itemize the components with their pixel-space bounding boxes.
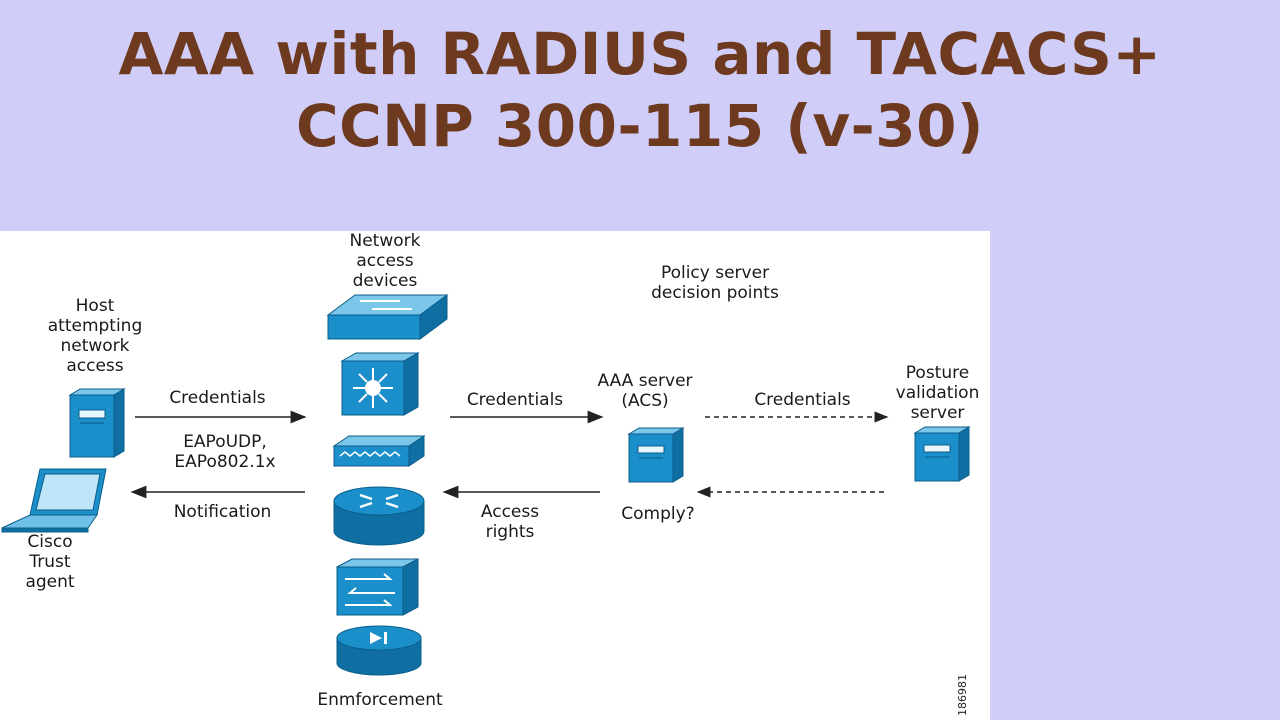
cisco-trust-agent-label: Cisco Trust agent <box>25 532 75 592</box>
enforcement-label: Enmforcement <box>317 690 443 710</box>
aaa-server-icon <box>627 427 685 483</box>
title-line-2: CCNP 300-115 (v-30) <box>296 92 984 160</box>
switch-icon <box>326 294 449 340</box>
vpn-concentrator-icon <box>332 435 426 467</box>
eap-label: EAPoUDP, EAPo802.1x <box>174 432 276 472</box>
title-line-1: AAA with RADIUS and TACACS+ <box>118 20 1162 88</box>
ips-icon <box>336 625 422 676</box>
host-server-icon <box>68 388 126 458</box>
posture-server-label: Posture validation server <box>895 363 980 423</box>
notification-label: Notification <box>173 502 272 522</box>
diagram-panel: 186981 Network access devices Policy ser… <box>0 231 990 720</box>
credentials-label-1: Credentials <box>169 388 266 408</box>
diagram-graphics: 186981 <box>1 294 971 716</box>
host-label: Host attempting network access <box>47 296 143 376</box>
policy-server-label: Policy server decision points <box>651 263 779 303</box>
credentials-label-3: Credentials <box>754 390 851 410</box>
figure-id: 186981 <box>956 674 969 716</box>
firewall-icon <box>336 558 419 616</box>
router-icon <box>333 486 425 546</box>
posture-server-icon <box>913 426 971 482</box>
laptop-icon <box>1 468 107 533</box>
access-rights-label: Access rights <box>480 502 540 542</box>
credentials-label-2: Credentials <box>466 390 564 410</box>
slide-title: AAA with RADIUS and TACACS+ CCNP 300-115… <box>0 18 1280 162</box>
comply-label: Comply? <box>621 504 695 524</box>
aaa-server-label: AAA server (ACS) <box>597 371 693 411</box>
multilayer-switch-icon <box>340 352 420 416</box>
network-access-devices-label: Network access devices <box>349 231 421 291</box>
